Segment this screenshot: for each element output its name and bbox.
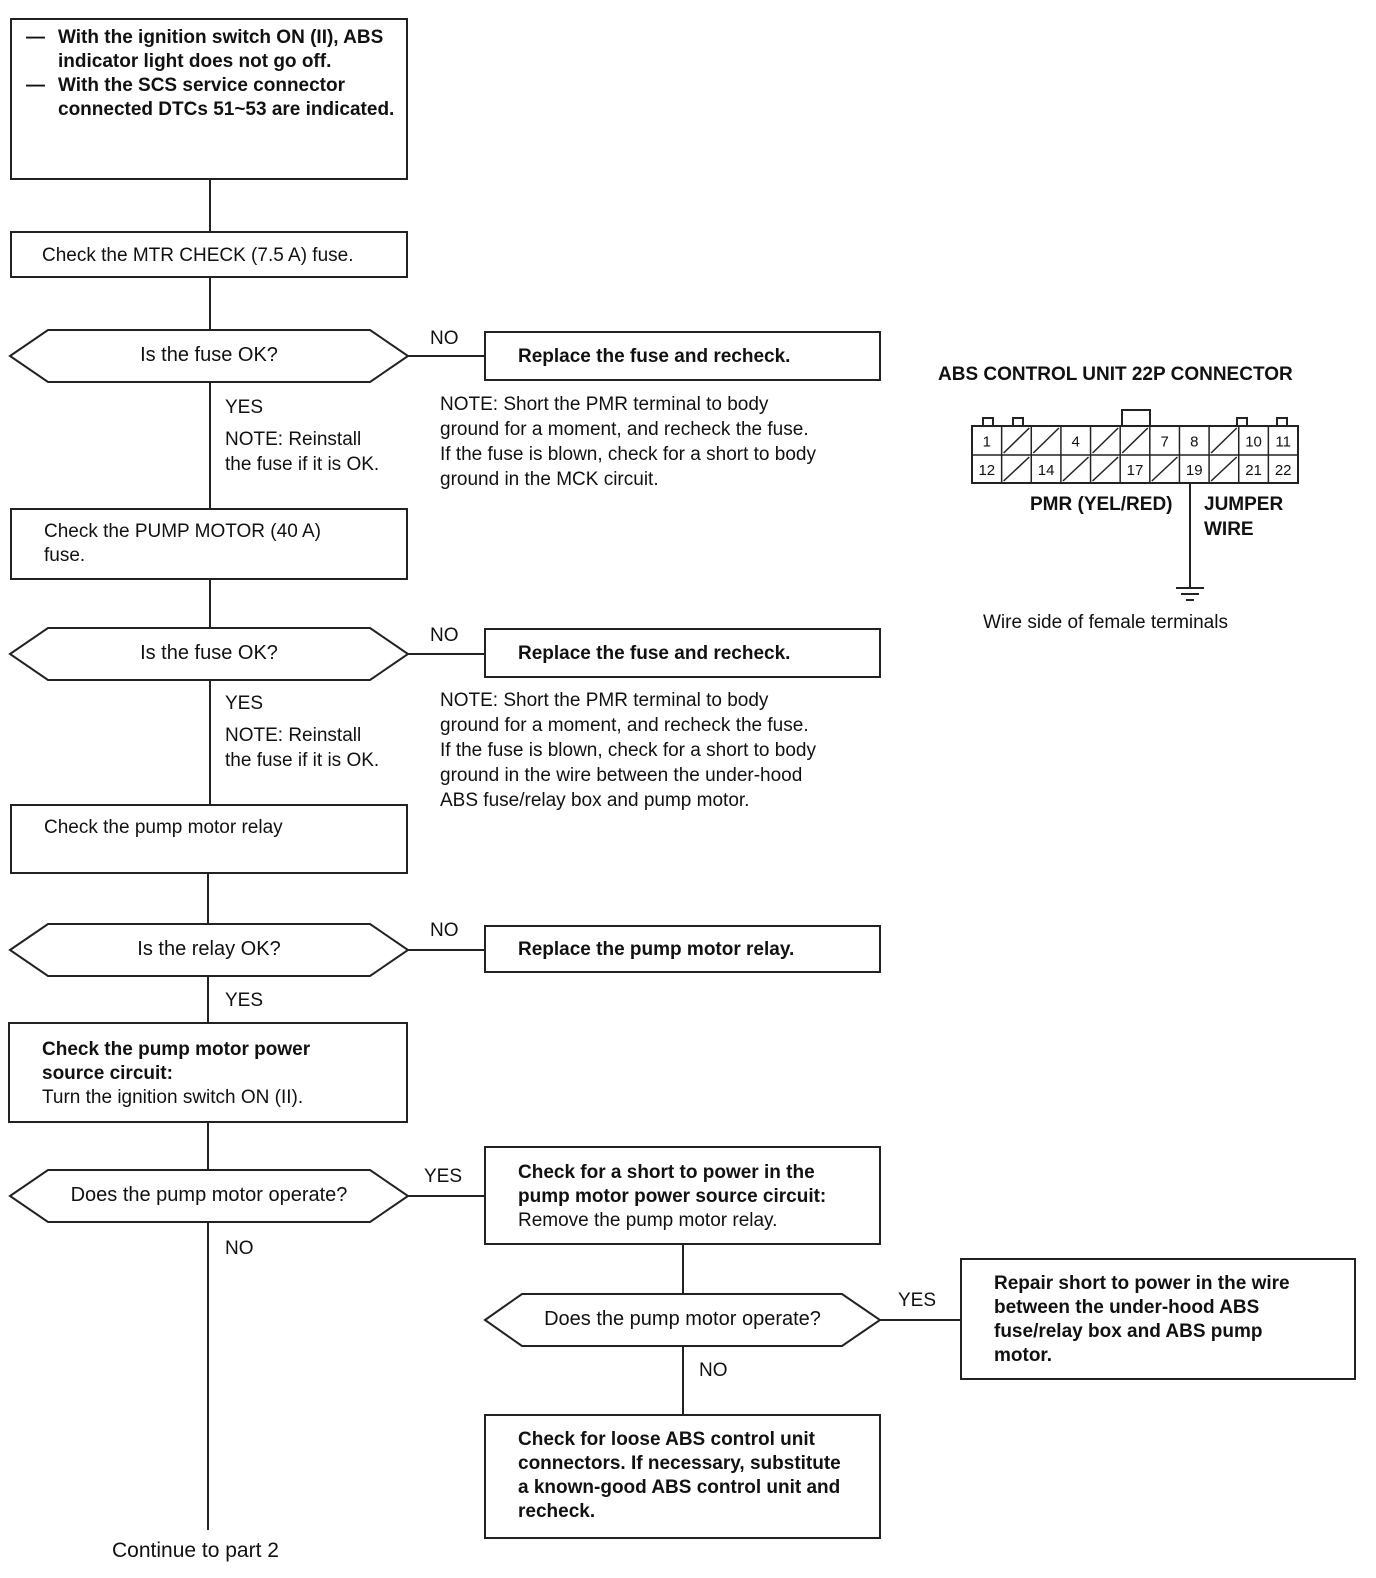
yes-label-3: YES <box>225 990 264 1011</box>
decision-fuse-ok-1: Is the fuse OK? <box>140 344 278 366</box>
note-fuse-1: NOTE: Short the PMR terminal to body gro… <box>440 392 816 492</box>
replace-relay-text: Replace the pump motor relay. <box>518 939 795 960</box>
decision-shape-fuse-1 <box>8 329 410 383</box>
connector-pmr-label: PMR (YEL/RED) <box>1030 494 1173 515</box>
pin-empty-slash <box>1032 427 1060 454</box>
no-label-5: NO <box>699 1360 728 1381</box>
pin-empty-slash <box>1003 456 1030 482</box>
pin-top-10: 10 <box>1245 434 1262 451</box>
note-fuse-1-line-3: If the fuse is blown, check for a short … <box>440 444 816 465</box>
pin-empty-slash <box>1092 427 1119 454</box>
note-fuse-1-line-4: ground in the MCK circuit. <box>440 469 659 490</box>
no-label-4: NO <box>225 1238 254 1259</box>
repair-short-box: Repair short to power in the wire betwee… <box>960 1258 1356 1380</box>
check-short-body: Remove the pump motor relay. <box>518 1210 778 1231</box>
note-fuse-2: NOTE: Short the PMR terminal to body gro… <box>440 688 816 813</box>
decision-shape-fuse-2 <box>8 627 410 681</box>
yes-label-4: YES <box>424 1166 463 1187</box>
replace-fuse-text-2: Replace the fuse and recheck. <box>518 643 791 664</box>
check-short-title: Check for a short to power in the pump m… <box>518 1162 827 1207</box>
replace-fuse-text-1: Replace the fuse and recheck. <box>518 346 791 367</box>
pin-top-4: 4 <box>1072 434 1080 451</box>
replace-fuse-box-2: Replace the fuse and recheck. <box>484 628 881 678</box>
pin-empty-slash <box>1003 427 1030 454</box>
decision-shape-relay <box>8 923 410 977</box>
pin-bottom-14: 14 <box>1038 462 1055 479</box>
pin-empty-slash <box>1121 427 1149 454</box>
note-fuse-2-line-1: NOTE: Short the PMR terminal to body <box>440 690 769 711</box>
check-power-body: Turn the ignition switch ON (II). <box>42 1087 304 1108</box>
pin-bottom-17: 17 <box>1127 462 1144 479</box>
pin-top-8: 8 <box>1190 434 1198 451</box>
no-label-1: NO <box>430 328 459 349</box>
note-fuse-2-line-5: ABS fuse/relay box and pump motor. <box>440 790 750 811</box>
pin-bottom-19: 19 <box>1186 462 1203 479</box>
decision-fuse-ok-2: Is the fuse OK? <box>140 642 278 664</box>
start-bullet-1: With the ignition switch ON (II), ABS in… <box>22 26 396 74</box>
decision-shape-pump-2 <box>483 1293 882 1347</box>
decision-relay-ok: Is the relay OK? <box>137 938 281 960</box>
pin-bottom-12: 12 <box>978 462 995 479</box>
no-label-2: NO <box>430 625 459 646</box>
yes-note-2-line-2: the fuse if it is OK. <box>225 750 380 771</box>
connector-jumper-line-1: JUMPER <box>1204 494 1284 515</box>
connector-title: ABS CONTROL UNIT 22P CONNECTOR <box>938 364 1293 385</box>
pin-bottom-22: 22 <box>1275 462 1292 479</box>
repair-short-text: Repair short to power in the wire betwee… <box>994 1273 1290 1366</box>
note-fuse-2-line-2: ground for a moment, and recheck the fus… <box>440 715 809 736</box>
pin-empty-slash <box>1210 456 1238 482</box>
connector-jumper-line-2: WIRE <box>1204 519 1254 540</box>
note-fuse-1-line-2: ground for a moment, and recheck the fus… <box>440 419 809 440</box>
note-fuse-1-line-1: NOTE: Short the PMR terminal to body <box>440 394 769 415</box>
yes-note-2-line-1: NOTE: Reinstall <box>225 725 362 746</box>
check-relay-text: Check the pump motor relay <box>44 817 283 838</box>
pin-top-11: 11 <box>1275 434 1291 451</box>
pin-empty-slash <box>1092 456 1119 482</box>
start-conditions-box: With the ignition switch ON (II), ABS in… <box>10 18 408 180</box>
replace-fuse-box-1: Replace the fuse and recheck. <box>484 331 881 381</box>
pin-top-1: 1 <box>983 434 991 451</box>
yes-note-1-line-1: NOTE: Reinstall <box>225 429 362 450</box>
check-loose-box: Check for loose ABS control unit connect… <box>484 1414 881 1539</box>
yes-note-2: NOTE: Reinstall the fuse if it is OK. <box>225 723 379 773</box>
check-mtr-fuse-box: Check the MTR CHECK (7.5 A) fuse. <box>10 231 408 278</box>
check-power-box: Check the pump motor power source circui… <box>8 1022 408 1123</box>
yes-label-2: YES <box>225 693 264 714</box>
pin-bottom-21: 21 <box>1245 462 1262 479</box>
check-pump-fuse-text: Check the PUMP MOTOR (40 A) fuse. <box>44 521 321 566</box>
check-short-box: Check for a short to power in the pump m… <box>484 1146 881 1245</box>
note-fuse-2-line-3: If the fuse is blown, check for a short … <box>440 740 816 761</box>
connector-caption: Wire side of female terminals <box>983 612 1228 633</box>
yes-note-1-line-2: the fuse if it is OK. <box>225 454 380 475</box>
yes-label-1: YES <box>225 397 264 418</box>
yes-note-1: NOTE: Reinstall the fuse if it is OK. <box>225 427 379 477</box>
pin-empty-slash <box>1210 427 1238 454</box>
decision-shape-pump-1 <box>8 1169 410 1223</box>
yes-label-5: YES <box>898 1290 937 1311</box>
connector-jumper-label: JUMPER WIRE <box>1204 492 1283 542</box>
note-fuse-2-line-4: ground in the wire between the under-hoo… <box>440 765 803 786</box>
no-label-3: NO <box>430 920 459 941</box>
pin-top-7: 7 <box>1160 434 1168 451</box>
check-relay-box: Check the pump motor relay <box>10 804 408 874</box>
pin-empty-slash <box>1151 456 1178 482</box>
continue-label: Continue to part 2 <box>112 1539 279 1562</box>
pin-empty-slash <box>1062 456 1090 482</box>
replace-relay-box: Replace the pump motor relay. <box>484 925 881 973</box>
start-bullet-2: With the SCS service connector connected… <box>22 74 396 122</box>
decision-pump-operate-1: Does the pump motor operate? <box>70 1184 348 1206</box>
check-mtr-fuse-text: Check the MTR CHECK (7.5 A) fuse. <box>42 245 354 266</box>
check-loose-text: Check for loose ABS control unit connect… <box>518 1429 841 1522</box>
decision-pump-operate-2: Does the pump motor operate? <box>544 1308 821 1330</box>
check-pump-fuse-box: Check the PUMP MOTOR (40 A) fuse. <box>10 508 408 580</box>
check-power-title: Check the pump motor power source circui… <box>42 1039 311 1084</box>
